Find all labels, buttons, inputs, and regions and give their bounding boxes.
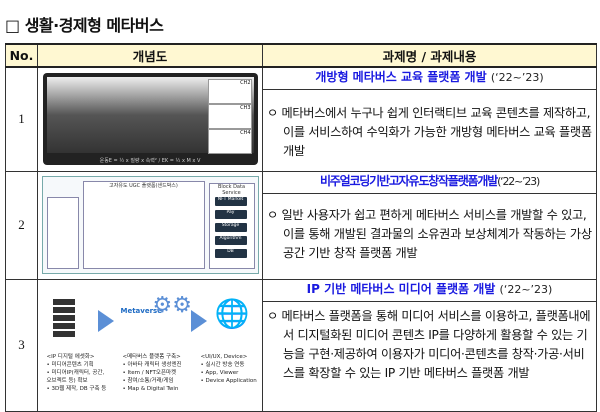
group-item: • 아바타 캐릭터 생성엔진 bbox=[122, 362, 182, 368]
group-item: • Item / NFT오픈마켓 bbox=[122, 370, 177, 376]
project-content: 비주얼코딩기반고자유도창작플랫폼개발(‘22~’23) ㅇ 일반 사용자가 쉽고… bbox=[262, 170, 597, 280]
network-people-icon: ⚙⚙ bbox=[152, 293, 192, 318]
ip-media-diagram: Metaverse ⚙⚙ 🌐 <IP 디지털 에셋화> • 미디어콘텐츠 기획 • … bbox=[43, 285, 258, 405]
group-item: • 3D웹 제작, DB 구축 등 bbox=[46, 386, 107, 392]
row-number: 3 bbox=[5, 278, 38, 412]
side-item: Pay bbox=[214, 210, 247, 219]
title-text: 개방형 메타버스 교육 플랫폼 개발 bbox=[315, 70, 487, 84]
table-row: 2 고자유도 UGC 플랫폼(샌드박스) Block Data Service … bbox=[5, 170, 597, 280]
monitor-image: CH2 CH3 CH4 운동E = ½ x 질량 x 속력² / EK = ½ … bbox=[42, 73, 258, 166]
group-item: • 실시간 방송 연동 bbox=[200, 362, 245, 368]
group-item: • App, Viewer bbox=[200, 370, 239, 376]
side-item: Algorithm bbox=[214, 236, 247, 245]
arrow-icon bbox=[97, 310, 114, 332]
channel-label: CH4 bbox=[207, 129, 252, 155]
row-number: 1 bbox=[5, 66, 38, 172]
group-title: <메타버스 플랫폼 구축> bbox=[122, 354, 181, 360]
project-title: 비주얼코딩기반고자유도창작플랫폼개발(‘22~’23) bbox=[263, 172, 596, 194]
period: (‘22~’23) bbox=[499, 282, 553, 296]
group-item: • Device Application bbox=[200, 378, 257, 384]
col-diagram: 개념도 bbox=[37, 43, 263, 68]
group-item: • 미디어IP(캐릭터, 공간, 오브젝트 등) 확보 bbox=[46, 370, 105, 384]
period: (‘22~’23) bbox=[497, 174, 540, 188]
project-table: No. 개념도 과제명 / 과제내용 1 CH2 CH3 CH4 운동E = ½… bbox=[5, 43, 597, 412]
device-globe-icon: 🌐 bbox=[214, 297, 250, 330]
side-item: NFT Market bbox=[214, 197, 247, 206]
platform-diagram: 고자유도 UGC 플랫폼(샌드박스) Block Data Service NF… bbox=[41, 176, 259, 274]
title-text: 비주얼코딩기반고자유도창작플랫폼개발 bbox=[319, 173, 498, 188]
channel-label: CH2 bbox=[207, 79, 252, 105]
side-item: DB bbox=[214, 249, 247, 258]
table-row: 3 Metaverse ⚙⚙ 🌐 <IP 디지털 에셋화> • 미디어콘텐츠 기획… bbox=[5, 278, 597, 412]
group-title: <IP 디지털 에셋화> bbox=[46, 354, 95, 360]
project-description: ㅇ 일반 사용자가 쉽고 편하게 메타버스 서비스를 개발할 수 있고, 이를 … bbox=[267, 207, 592, 260]
project-content: IP 기반 메타버스 미디어 플랫폼 개발 (‘22~’23) ㅇ 메타버스 플… bbox=[262, 278, 597, 412]
concept-diagram: 고자유도 UGC 플랫폼(샌드박스) Block Data Service NF… bbox=[37, 170, 263, 280]
row-number: 2 bbox=[5, 170, 38, 280]
group-title: <UI/UX, Device> bbox=[200, 354, 248, 360]
section-heading: □ 생활·경제형 메타버스 bbox=[5, 16, 164, 35]
group-item: • 참여/소통/거래/게임 bbox=[122, 378, 174, 384]
diagram-header: 고자유도 UGC 플랫폼(샌드박스) bbox=[109, 183, 178, 189]
period: (‘22~’23) bbox=[490, 71, 544, 84]
title-text: IP 기반 메타버스 미디어 플랫폼 개발 bbox=[306, 281, 496, 296]
header-row: No. 개념도 과제명 / 과제내용 bbox=[5, 43, 597, 68]
project-description: ㅇ 메타버스 플랫폼을 통해 미디어 서비스를 이용하고, 플랫폼내에서 디지털… bbox=[267, 308, 591, 380]
side-item: Storage bbox=[214, 223, 247, 232]
arrow-icon bbox=[190, 310, 207, 332]
project-title: 개방형 메타버스 교육 플랫폼 개발 (‘22~’23) bbox=[263, 68, 596, 90]
project-title: IP 기반 메타버스 미디어 플랫폼 개발 (‘22~’23) bbox=[263, 280, 596, 302]
project-description: ㅇ 메타버스에서 누구나 쉽게 인터랙티브 교육 콘텐츠를 제작하고, 이를 서… bbox=[267, 106, 592, 158]
server-icon bbox=[52, 299, 75, 337]
formula-caption: 운동E = ½ x 질량 x 속력² / EK = ½ x M x V bbox=[99, 158, 201, 165]
concept-diagram: Metaverse ⚙⚙ 🌐 <IP 디지털 에셋화> • 미디어콘텐츠 기획 • … bbox=[37, 278, 263, 412]
col-content: 과제명 / 과제내용 bbox=[262, 43, 597, 68]
project-content: 개방형 메타버스 교육 플랫폼 개발 (‘22~’23) ㅇ 메타버스에서 누구… bbox=[262, 66, 597, 172]
group-item: • Map & Digital Twin bbox=[122, 386, 179, 392]
channel-label: CH3 bbox=[207, 104, 252, 130]
side-header: Block Data Service bbox=[217, 184, 246, 196]
concept-diagram: CH2 CH3 CH4 운동E = ½ x 질량 x 속력² / EK = ½ … bbox=[37, 66, 263, 172]
table-row: 1 CH2 CH3 CH4 운동E = ½ x 질량 x 속력² / EK = … bbox=[5, 66, 597, 172]
col-no: No. bbox=[5, 43, 38, 68]
group-item: • 미디어콘텐츠 기획 bbox=[46, 362, 94, 368]
metaverse-logo: Metaverse bbox=[120, 307, 162, 315]
